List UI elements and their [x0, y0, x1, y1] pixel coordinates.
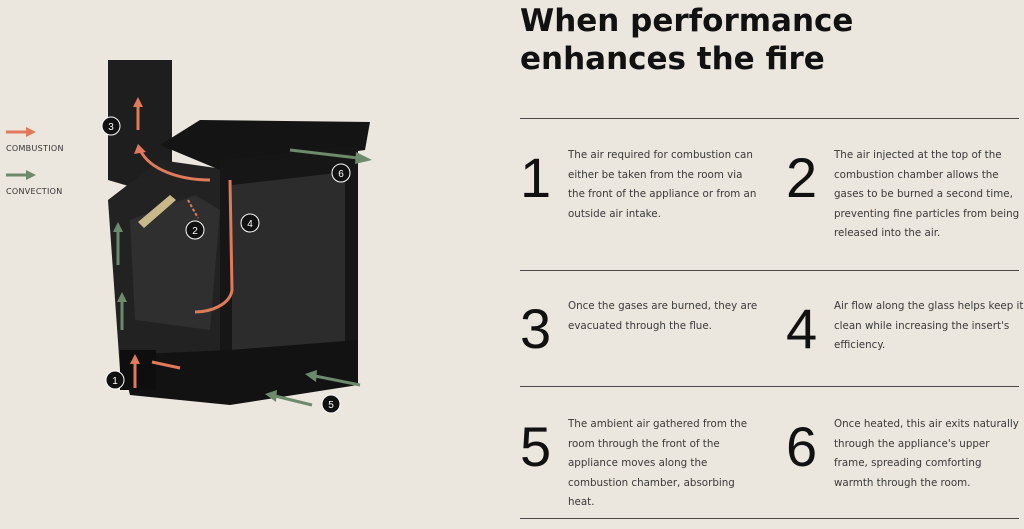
step-5-text: The ambient air gathered from the room t… [568, 418, 748, 509]
flue-pipe [108, 60, 172, 190]
convection-arrowhead-left-upper [113, 222, 123, 232]
convection-flow-base [274, 394, 313, 407]
step-1-number: 1 [520, 146, 552, 209]
divider-1 [520, 118, 1019, 119]
insert-base [120, 340, 358, 405]
step-3: 3 Once the gases are burned, they are ev… [520, 297, 760, 411]
diagram-marker-3: 3 [101, 116, 121, 136]
combustion-arrowhead-flue [134, 144, 146, 154]
convection-flow-top [289, 148, 359, 160]
front-intake [120, 350, 156, 390]
convection-flow-base-right [314, 374, 361, 387]
diagram-marker-6: 6 [331, 163, 351, 183]
step-2-text: The air injected at the top of the combu… [834, 149, 1020, 240]
fireplace-insert-diagram: 1 2 3 4 5 6 [101, 60, 372, 414]
step-1: 1 The air required for combustion can ei… [520, 146, 760, 260]
convection-arrowhead-base-right [305, 370, 317, 382]
diagram-marker-6-label: 6 [338, 169, 344, 180]
divider-3 [520, 386, 1019, 387]
section-heading: When performance enhances the fire [520, 3, 854, 77]
step-2-number: 2 [786, 146, 818, 209]
step-4-text: Air flow along the glass helps keep it c… [834, 300, 1024, 352]
flow-legend: COMBUSTION CONVECTION [6, 124, 64, 210]
diagram-marker-5-label: 5 [328, 400, 334, 411]
step-3-text: Once the gases are burned, they are evac… [568, 300, 758, 332]
step-4-number: 4 [786, 297, 818, 360]
step-1-text: The air required for combustion can eith… [568, 149, 757, 220]
combustion-arrowhead-3 [133, 97, 143, 107]
combustion-arrow-icon [6, 127, 36, 137]
diagram-marker-1-label: 1 [112, 376, 118, 387]
convection-arrowhead-top [355, 152, 372, 164]
legend-combustion: COMBUSTION [6, 124, 64, 153]
step-6-number: 6 [786, 415, 818, 478]
legend-convection-label: CONVECTION [6, 187, 63, 196]
diagram-marker-3-label: 3 [108, 122, 114, 133]
step-4: 4 Air flow along the glass helps keep it… [786, 297, 1024, 411]
step-5-number: 5 [520, 415, 552, 478]
step-5: 5 The ambient air gathered from the room… [520, 415, 760, 529]
diagram-marker-5: 5 [321, 394, 341, 414]
divider-4 [520, 518, 1019, 519]
legend-combustion-label: COMBUSTION [6, 144, 64, 153]
combustion-flow-base [151, 360, 181, 370]
diagram-marker-4: 4 [240, 213, 260, 233]
step-6-text: Once heated, this air exits naturally th… [834, 418, 1019, 489]
combustion-flow-flue [138, 149, 211, 182]
convection-arrow-icon [6, 170, 36, 180]
step-3-number: 3 [520, 297, 552, 360]
convection-arrowhead-base [265, 390, 277, 402]
step-2: 2 The air injected at the top of the com… [786, 146, 1024, 260]
diagram-marker-2-label: 2 [192, 226, 198, 237]
baffle-plate [138, 195, 176, 228]
diagram-marker-4-label: 4 [247, 219, 253, 230]
convection-arrowhead-left-lower [117, 292, 127, 302]
combustion-arrowhead-1 [130, 354, 140, 364]
insert-glass [232, 172, 345, 350]
diagram-marker-2: 2 [185, 220, 205, 240]
combustion-flow-4 [194, 179, 234, 314]
insert-top-frame [160, 120, 370, 170]
legend-convection: CONVECTION [6, 167, 64, 196]
diagram-marker-1: 1 [105, 370, 125, 390]
divider-2 [520, 270, 1019, 271]
step-6: 6 Once heated, this air exits naturally … [786, 415, 1024, 529]
combustion-flow-2 [187, 199, 199, 219]
